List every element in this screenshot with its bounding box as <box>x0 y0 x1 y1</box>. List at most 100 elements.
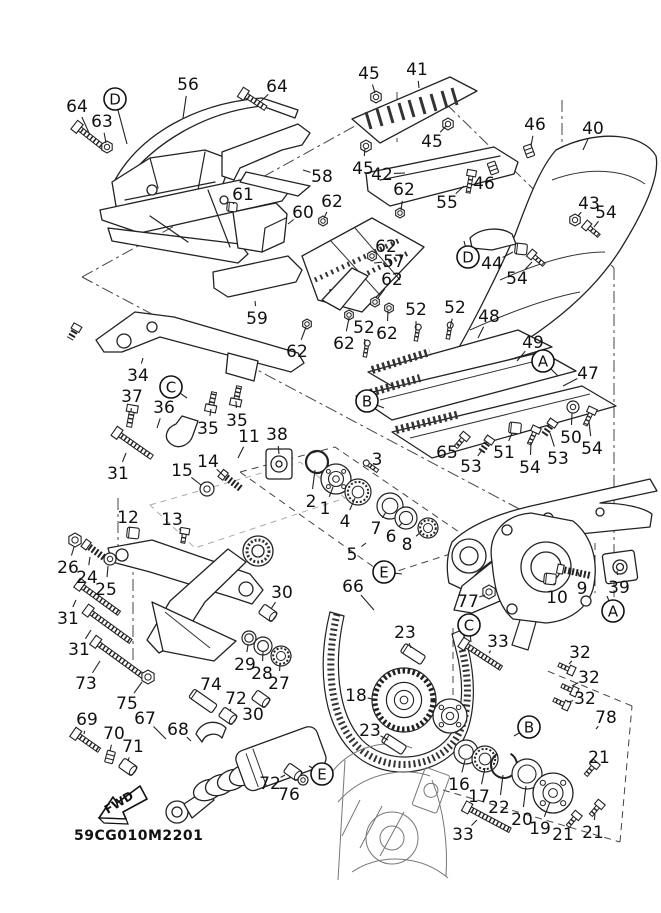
callout-leader-line <box>508 432 513 442</box>
callout-number: 16 <box>448 775 470 795</box>
callout-number: 26 <box>57 558 79 578</box>
ref-letter-leader-line <box>376 404 385 409</box>
callout-leader-line <box>133 681 143 694</box>
hardware-bolt-icon <box>110 425 154 460</box>
callout-number: 64 <box>66 97 88 117</box>
stopper-blocks-drawing <box>265 448 639 585</box>
callout-number: 9 <box>577 579 588 599</box>
callout-number: 47 <box>577 364 599 384</box>
callout-leader-line <box>477 449 483 457</box>
hardware-bolt-icon <box>72 577 122 617</box>
callout-leader-line <box>280 774 286 778</box>
hardware-bushing-icon <box>118 758 138 776</box>
callout-leader-line <box>178 528 182 532</box>
callout-leader-line <box>360 594 375 611</box>
callout-leader-line <box>593 221 599 228</box>
callout-leader-line <box>577 211 582 217</box>
callout-leader-line <box>328 486 334 497</box>
callout-leader-line <box>568 660 573 665</box>
callout-leader-line <box>121 452 127 463</box>
callout-leader-line <box>616 570 619 576</box>
callout-leader-line <box>471 819 478 826</box>
hardware-gear-icon <box>371 667 437 733</box>
callout-number: 56 <box>177 75 199 95</box>
hardware-clip-icon <box>486 160 500 176</box>
callout-number: 33 <box>452 825 474 845</box>
callout-leader-line <box>300 326 307 340</box>
callout-number: 18 <box>345 686 367 706</box>
callout-number: 20 <box>511 810 533 830</box>
callout-number: 30 <box>242 705 264 725</box>
hardware-screw-icon <box>588 798 607 818</box>
callout-number: 35 <box>226 411 248 431</box>
callout-number: 77 <box>457 592 479 612</box>
callout-leader-line <box>153 726 167 740</box>
callout-number: 25 <box>95 580 117 600</box>
stay-assembly-drawing <box>99 97 299 264</box>
callout-number: 62 <box>333 334 355 354</box>
callout-number: 14 <box>197 452 219 472</box>
callout-number: 62 <box>286 342 308 362</box>
hardware-nut-icon <box>395 207 405 219</box>
hardware-springscrew-icon <box>555 563 592 579</box>
callout-leader-line <box>549 432 555 447</box>
callout-leader-line <box>91 660 101 674</box>
callout-number: 72 <box>259 774 281 794</box>
hardware-screw-icon <box>453 430 472 450</box>
callout-number: 11 <box>238 427 260 447</box>
hardware-bolt-icon <box>460 800 512 834</box>
hardware-nut-icon <box>370 296 380 308</box>
hardware-flange-icon <box>532 772 574 814</box>
callout-leader-line <box>381 511 387 519</box>
callout-number: 23 <box>359 721 381 741</box>
hardware-tube-icon <box>400 643 426 665</box>
callout-leader-line <box>480 767 486 785</box>
callout-number: 28 <box>251 664 273 684</box>
callout-number: 15 <box>171 461 193 481</box>
side-panel-drawing <box>447 135 658 373</box>
hardware-cap-icon <box>126 526 140 540</box>
frame-reference-sketch <box>331 743 450 881</box>
callout-leader-line <box>398 522 403 528</box>
callout-number: 12 <box>117 508 139 528</box>
callout-number: 59 <box>246 309 268 329</box>
hardware-tube-icon <box>188 689 218 713</box>
callout-number: 54 <box>506 269 528 289</box>
callout-number: 10 <box>546 588 568 608</box>
callout-number: 21 <box>582 823 604 843</box>
callout-number: 58 <box>311 167 333 187</box>
callout-number: 66 <box>342 577 364 597</box>
hardware-bolt-icon <box>68 726 102 753</box>
callout-leader-line <box>216 468 226 478</box>
ref-letter: B <box>362 393 372 411</box>
callout-number: 62 <box>321 192 343 212</box>
callout-number: 21 <box>588 748 610 768</box>
hardware-layer <box>66 86 607 834</box>
callout-leader-line <box>530 135 534 147</box>
hardware-bolt-icon <box>228 385 243 408</box>
hardware-screw-icon <box>179 526 191 544</box>
callout-number: 45 <box>358 64 380 84</box>
callout-leader-line <box>380 735 389 741</box>
hardware-nut-icon <box>68 532 82 548</box>
hardware-bushing-icon <box>218 707 238 725</box>
callout-leader-line <box>415 531 422 537</box>
callout-number: 46 <box>473 174 495 194</box>
hardware-nut-icon <box>101 140 113 154</box>
callout-leader-line <box>477 326 485 339</box>
hardware-screw-icon <box>465 168 478 194</box>
callout-leader-line <box>302 169 311 173</box>
callout-number: 65 <box>436 443 458 463</box>
callout-number: 52 <box>353 318 375 338</box>
callout-number: 45 <box>352 159 374 179</box>
callout-number: 52 <box>405 300 427 320</box>
hardware-bolt-icon <box>70 119 109 152</box>
callout-number: 53 <box>460 457 482 477</box>
hardware-springscrew-icon <box>80 538 109 563</box>
callout-leader-line <box>345 317 350 332</box>
callout-leader-line <box>246 644 249 653</box>
callout-leader-line <box>373 261 383 264</box>
callout-leader-line <box>323 211 328 219</box>
hardware-cap-icon <box>514 242 528 256</box>
